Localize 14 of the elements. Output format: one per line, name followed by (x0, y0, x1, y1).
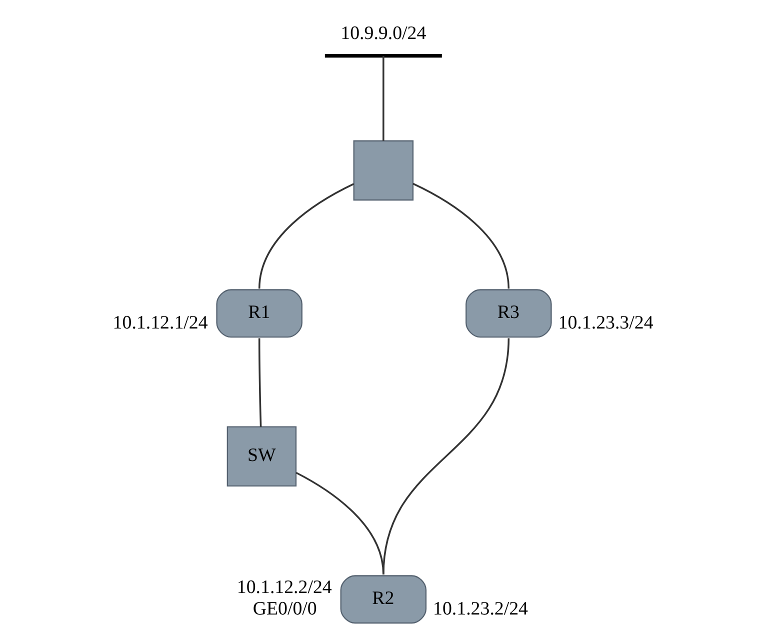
node-box: SW (226, 426, 297, 487)
node-label: 10.1.12.1/24 (112, 312, 208, 334)
connector (412, 182, 510, 289)
connector (258, 183, 354, 289)
node-box (353, 140, 414, 201)
node-label: 10.1.23.3/24 (558, 312, 654, 334)
connector (258, 338, 262, 427)
node-label: GE0/0/0 (252, 598, 317, 620)
node-text: 10.9.9.0/24 (340, 23, 426, 44)
node-label: 10.1.12.2/24 (236, 577, 332, 598)
connector (382, 338, 510, 575)
connector (382, 56, 384, 141)
connector (296, 472, 384, 575)
node-label: 10.1.23.2/24 (433, 598, 528, 620)
